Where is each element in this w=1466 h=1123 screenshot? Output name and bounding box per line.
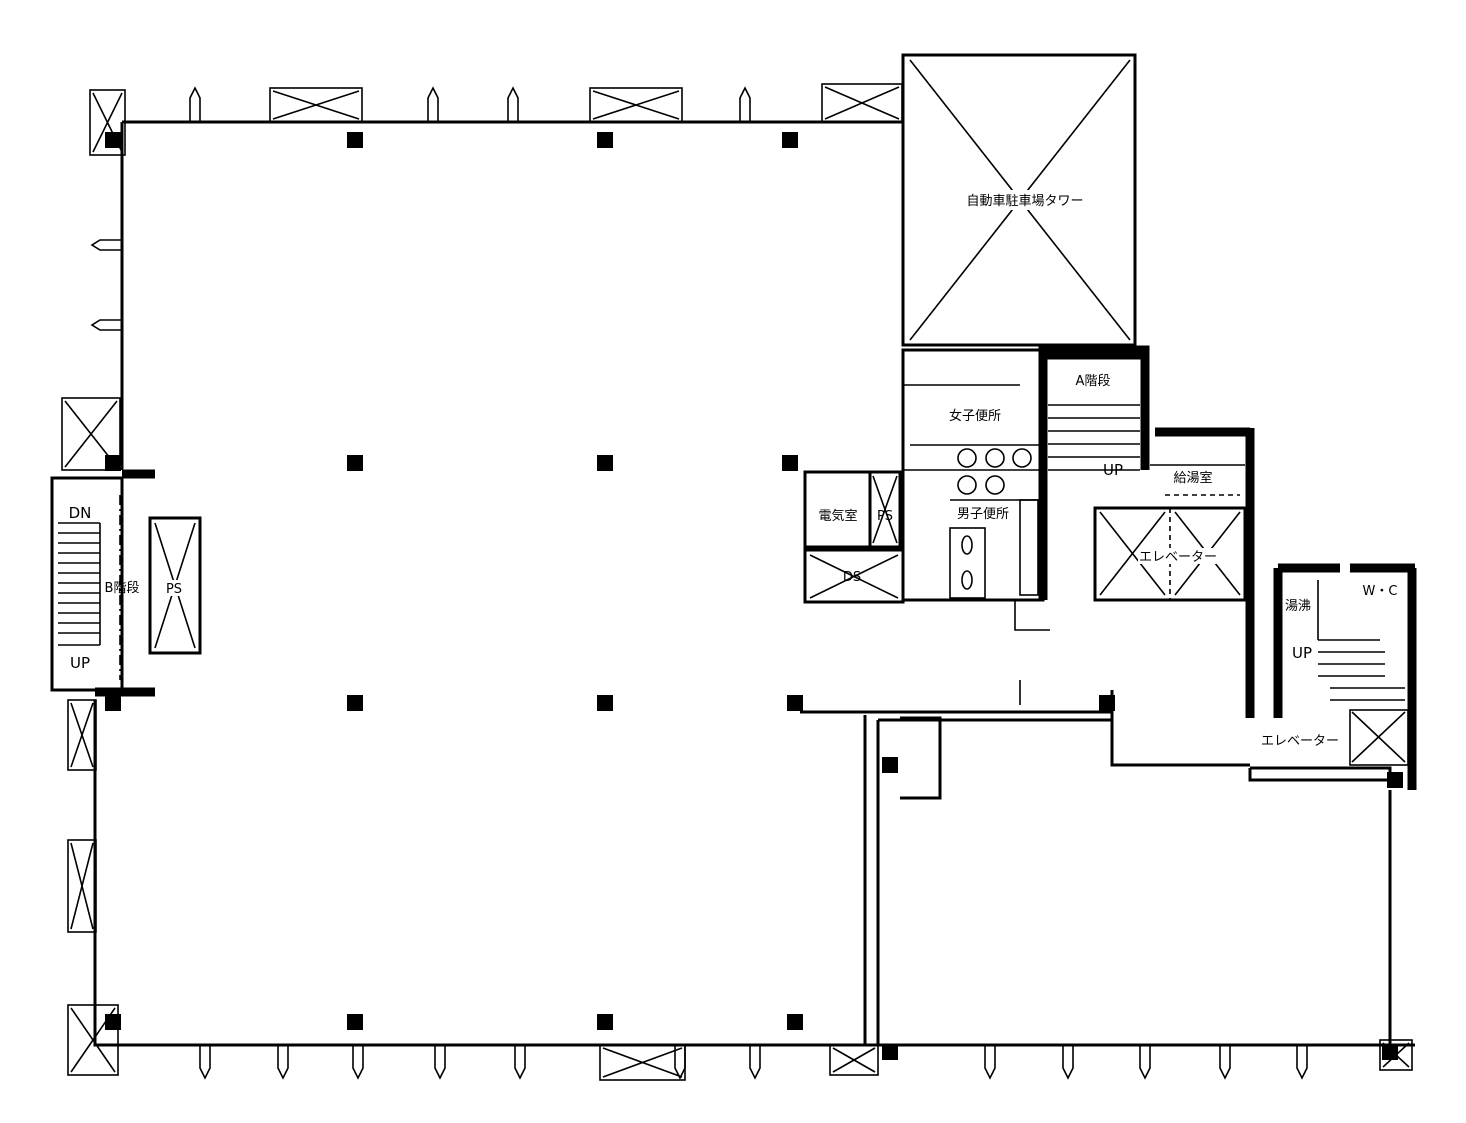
fin: [199, 1045, 211, 1080]
window-cross: [832, 1047, 876, 1073]
column: [1099, 695, 1115, 711]
fin: [90, 239, 122, 251]
column: [347, 1014, 363, 1030]
structural-columns: [105, 132, 1403, 1060]
fin: [1219, 1045, 1231, 1080]
label-ps-core: PS: [877, 509, 893, 524]
window-bay: [821, 83, 903, 123]
fin: [739, 86, 751, 122]
stair-c: [1318, 651, 1405, 701]
column: [882, 757, 898, 773]
stair-c-up: UP: [1292, 644, 1312, 662]
stair-a: [1048, 404, 1140, 471]
window-cross: [64, 400, 118, 468]
window-cross: [70, 702, 94, 768]
fin: [427, 86, 439, 122]
window-bay: [67, 1004, 119, 1076]
label-kitchenette: 給湯室: [1173, 470, 1212, 486]
column: [347, 695, 363, 711]
column: [347, 132, 363, 148]
column: [882, 1044, 898, 1060]
label-elevator-main: エレベーター: [1139, 550, 1217, 565]
window-bay: [829, 1044, 879, 1076]
label-elevator-small: エレベーター: [1261, 734, 1339, 749]
fin: [749, 1045, 761, 1080]
column: [597, 132, 613, 148]
fin: [189, 86, 201, 122]
stair-b-up: UP: [70, 654, 90, 672]
window-cross: [824, 86, 900, 120]
label-ds: DS: [843, 570, 861, 585]
window-bays: [61, 83, 1413, 1081]
stair-a-up: UP: [1103, 461, 1123, 479]
fin: [984, 1045, 996, 1080]
window-cross: [272, 90, 360, 120]
column: [347, 455, 363, 471]
stair-b-treads: [58, 532, 100, 634]
fin: [352, 1045, 364, 1080]
window-cross: [92, 92, 123, 153]
fin: [1139, 1045, 1151, 1080]
column: [782, 455, 798, 471]
window-bay: [89, 89, 126, 156]
fin: [277, 1045, 289, 1080]
column: [787, 1014, 803, 1030]
label-ps-left: PS: [166, 582, 182, 597]
column: [597, 695, 613, 711]
label-electric-room: 電気室: [818, 508, 857, 524]
window-bay: [67, 839, 97, 933]
fin: [514, 1045, 526, 1080]
window-cross: [70, 842, 94, 930]
fin: [674, 1045, 686, 1080]
stair-b-block: DN UP B階段 PS: [50, 469, 202, 697]
core: 女子便所 男子便所 A階段 UP 給湯室 エレベーター: [803, 345, 1255, 718]
fin: [1062, 1045, 1074, 1080]
label-stair-b: B階段: [105, 581, 140, 596]
secondary-core: W・C 湯沸 UP エレベーター: [1261, 563, 1417, 790]
window-bay: [589, 87, 683, 123]
window-cross: [602, 1047, 683, 1078]
fin: [1296, 1045, 1308, 1080]
label-yuwakashi: 湯沸: [1285, 599, 1311, 614]
column: [1382, 1044, 1398, 1060]
label-wc: W・C: [1363, 584, 1398, 599]
label-stair-a: A階段: [1076, 374, 1111, 389]
window-cross: [1382, 1042, 1410, 1068]
column: [787, 695, 803, 711]
fin: [90, 319, 122, 331]
window-cross: [592, 90, 680, 120]
fin: [507, 86, 519, 122]
window-bay: [1379, 1039, 1413, 1071]
stair-b-dn: DN: [69, 504, 92, 522]
label-parking-tower: 自動車駐車場タワー: [966, 194, 1083, 209]
column: [105, 132, 121, 148]
window-bay: [269, 87, 363, 123]
fin: [434, 1045, 446, 1080]
window-cross: [70, 1007, 116, 1073]
parking-tower: 自動車駐車場タワー: [901, 53, 1137, 347]
column: [597, 1014, 613, 1030]
label-womens-toilet: 女子便所: [949, 408, 1001, 424]
window-bay: [67, 699, 97, 771]
urinals: [957, 448, 1032, 495]
column: [1387, 772, 1403, 788]
facade-fins: [90, 86, 1308, 1080]
window-bay: [61, 397, 121, 471]
column: [782, 132, 798, 148]
column: [597, 455, 613, 471]
column: [105, 695, 121, 711]
outer-walls: [93, 120, 1415, 1047]
label-mens-toilet: 男子便所: [957, 507, 1009, 522]
